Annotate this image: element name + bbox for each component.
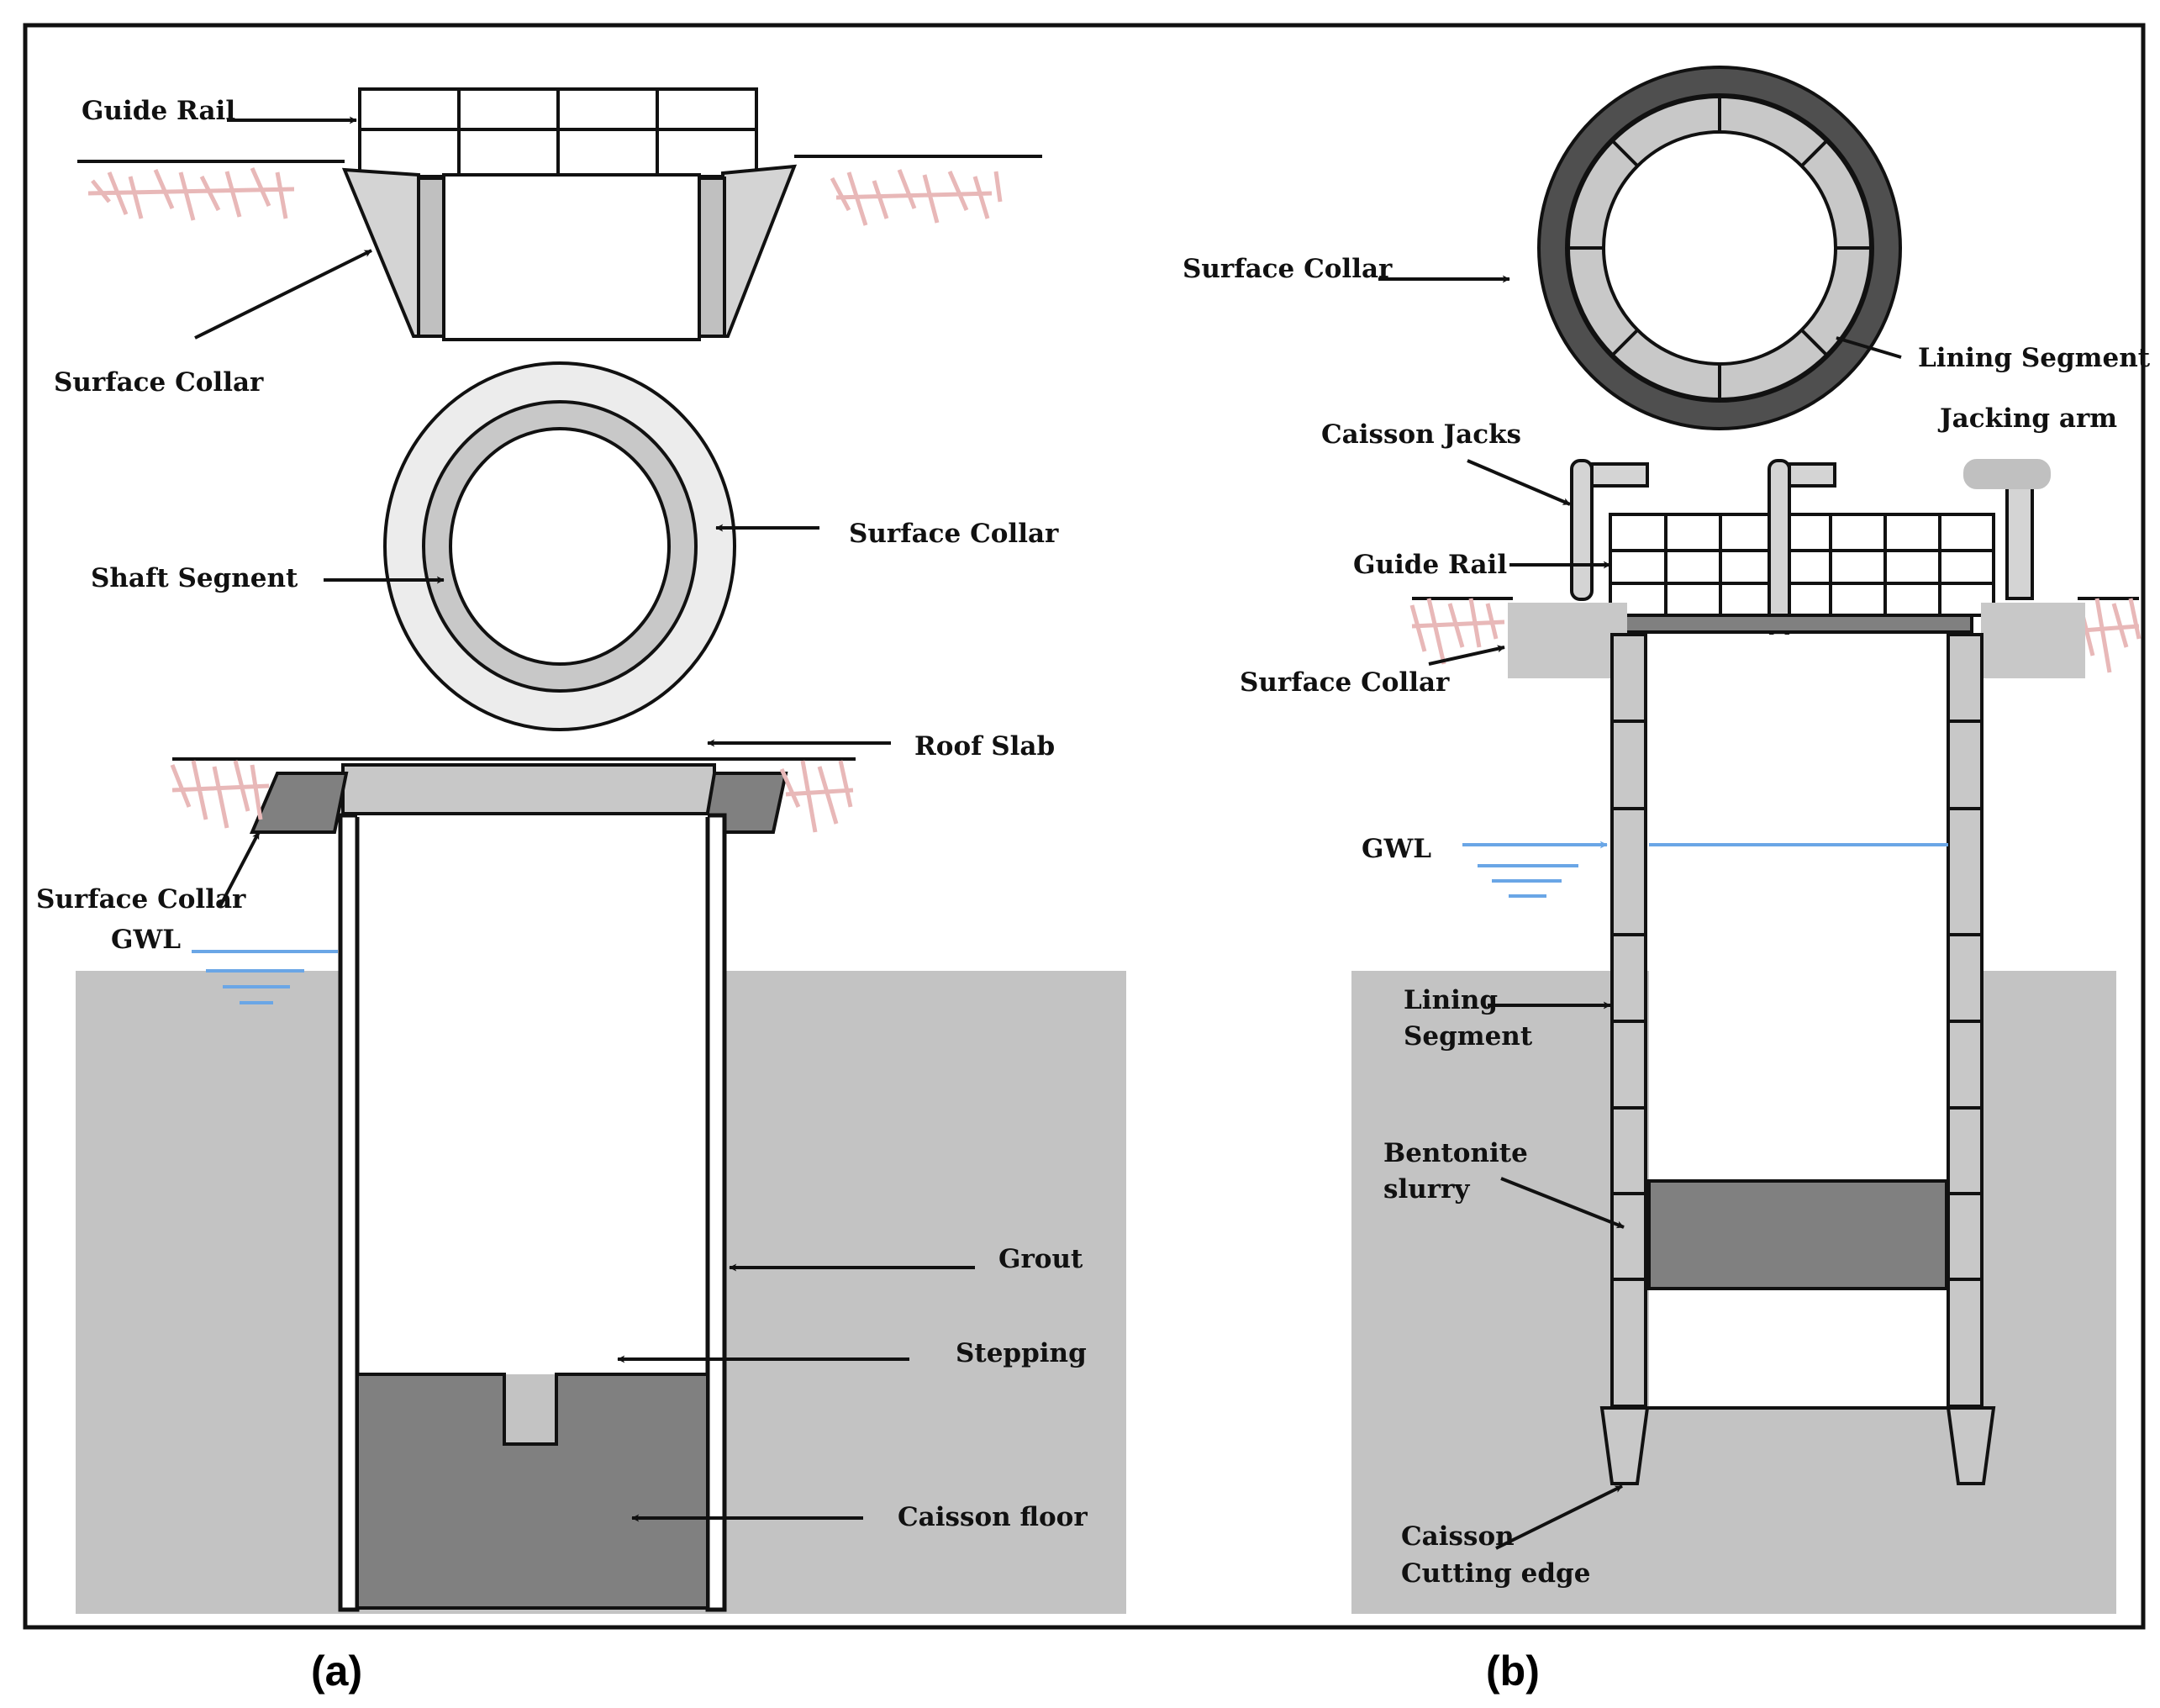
label-surface-collar-b: Surface Collar [1240, 667, 1450, 698]
lining-walls-b [1610, 633, 1984, 1408]
label-roof-slab-a: Roof Slab [914, 731, 1055, 762]
label-surface-collar-ring-a: Surface Collar [849, 519, 1059, 549]
label-cutting-edge-b-1: Caisson [1401, 1521, 1515, 1552]
label-shaft-segment-a: Shaft Segnent [91, 563, 298, 593]
grass-patches-a-mid [170, 760, 854, 833]
gwl-symbol-a [192, 950, 338, 1004]
caption-b: (b) [1486, 1647, 1540, 1695]
ring-a [383, 361, 736, 731]
label-caisson-floor-a: Caisson floor [898, 1502, 1088, 1532]
shaft-interior-b [1649, 635, 1947, 1408]
label-lining-segment-b-1: Lining [1404, 985, 1498, 1015]
guide-rail-a [358, 87, 758, 178]
label-guide-rail-a: Guide Rail [82, 96, 235, 126]
panel-a: Guide Rail Surface Collar Surface Collar… [36, 87, 1126, 1614]
label-bentonite-b-1: Bentonite [1383, 1138, 1528, 1168]
grass-patches-a-top [87, 166, 1003, 226]
ground-line-top-a [77, 155, 1042, 163]
ring-b [1537, 66, 1902, 430]
roof-slab-b [1570, 614, 1973, 634]
cutting-edges-b [1599, 1406, 1996, 1485]
label-surface-collar-ring-b: Surface Collar [1183, 254, 1393, 284]
gwl-symbol-b [1462, 841, 1948, 898]
label-gwl-a: GWL [111, 925, 181, 955]
panel-b: Surface Collar Lining Segment Caisson Ja… [1183, 66, 2151, 1614]
surface-collar-blocks-b [1508, 603, 2085, 678]
grass-patches-b [1409, 598, 2142, 673]
label-lining-segment-b-2: Segment [1404, 1021, 1533, 1052]
arrows-a [194, 116, 975, 1522]
label-surface-collar-top-a: Surface Collar [54, 367, 264, 398]
label-stepping-a: Stepping [956, 1338, 1087, 1368]
label-lining-segment-ring-b: Lining Segment [1918, 343, 2151, 373]
label-cutting-edge-b-2: Cutting edge [1401, 1558, 1590, 1589]
caption-a: (a) [311, 1647, 362, 1695]
label-guide-rail-b: Guide Rail [1353, 550, 1507, 580]
label-gwl-b: GWL [1362, 834, 1431, 864]
label-jacking-arm-b: Jacking arm [1937, 403, 2117, 434]
label-grout-a: Grout [998, 1244, 1083, 1274]
surface-collar-a-top [341, 164, 798, 341]
guide-rail-b [1609, 513, 1995, 617]
roof-slab-a [172, 757, 856, 834]
arrows-b [1378, 275, 1902, 1550]
outer-frame [23, 23, 2146, 1630]
bentonite-slurry-b [1647, 1179, 1948, 1290]
shaft-interior-a [357, 815, 708, 1374]
label-surface-collar-bottom-a: Surface Collar [36, 884, 246, 915]
label-caisson-jacks-b: Caisson Jacks [1321, 419, 1521, 450]
caisson-jacks-b [1570, 459, 2051, 639]
caisson-floor-a [356, 1373, 709, 1610]
label-bentonite-b-2: slurry [1383, 1174, 1470, 1205]
